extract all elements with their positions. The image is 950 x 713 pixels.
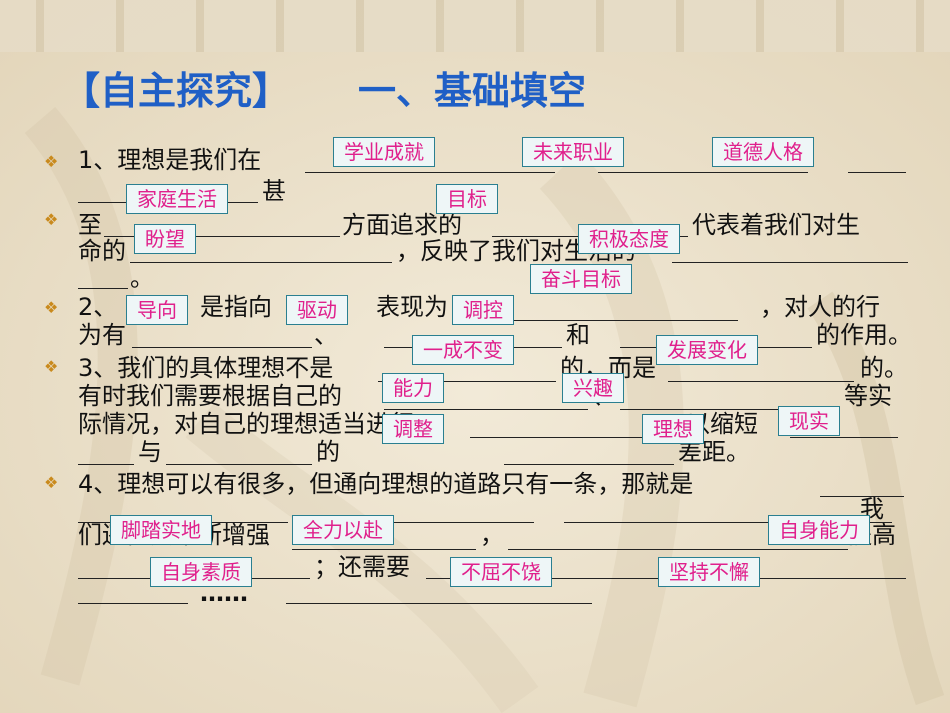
answer-tag[interactable]: 学业成就 — [333, 137, 435, 167]
section-label: 【自主探究】 — [62, 69, 291, 113]
blank-line — [564, 522, 892, 523]
answer-tag[interactable]: 全力以赴 — [292, 515, 394, 545]
blank-line — [470, 437, 684, 438]
blank-line — [130, 262, 392, 263]
blank-line — [78, 288, 128, 289]
blank-line — [820, 496, 904, 497]
q1-text: 至 — [78, 211, 102, 239]
blank-line — [78, 464, 134, 465]
q4-text: 4、理想可以有很多，但通向理想的道路只有一条，那就是 — [78, 470, 694, 498]
answer-tag[interactable]: 自身能力 — [768, 515, 870, 545]
blank-line — [286, 603, 592, 604]
blank-line — [292, 549, 476, 550]
answer-tag[interactable]: 自身素质 — [150, 557, 252, 587]
answer-tag[interactable]: 兴趣 — [562, 373, 624, 403]
answer-tag[interactable]: 目标 — [436, 184, 498, 214]
answer-tag[interactable]: 脚踏实地 — [110, 515, 212, 545]
blank-line — [384, 409, 588, 410]
diamond-bullet-icon: ❖ — [44, 152, 59, 171]
answer-tag[interactable]: 理想 — [642, 414, 704, 444]
diamond-bullet-icon: ❖ — [44, 473, 59, 492]
q2-text: 的作用。 — [816, 321, 912, 349]
diamond-bullet-icon: ❖ — [44, 298, 59, 317]
answer-tag[interactable]: 盼望 — [134, 224, 196, 254]
answer-tag[interactable]: 家庭生活 — [126, 184, 228, 214]
answer-tag[interactable]: 调控 — [452, 295, 514, 325]
diamond-bullet-icon: ❖ — [44, 357, 59, 376]
answer-tag[interactable]: 调整 — [382, 414, 444, 444]
blank-line — [104, 236, 340, 237]
blank-line — [504, 464, 674, 465]
answer-tag[interactable]: 能力 — [382, 373, 444, 403]
q1-text: 方面追求的 — [342, 211, 462, 239]
q3-text: 的 — [316, 438, 340, 466]
q3-text: 3、我们的具体理想不是 — [78, 354, 334, 382]
answer-tag[interactable]: 导向 — [126, 295, 188, 325]
answer-tag[interactable]: 不屈不饶 — [450, 557, 552, 587]
q2-text: 和 — [566, 321, 590, 349]
answer-tag[interactable]: 驱动 — [286, 295, 348, 325]
q4-text: ， — [480, 521, 504, 549]
q4-text: ；还需要 — [314, 553, 410, 581]
q3-text: 有时我们需要根据自己的 — [78, 382, 342, 410]
q2-text: 表现为 — [376, 293, 448, 321]
blank-line — [78, 603, 188, 604]
answer-tag[interactable]: 发展变化 — [656, 335, 758, 365]
q2-text: ，对人的行 — [760, 293, 880, 321]
blank-line — [298, 522, 534, 523]
decorative-border — [0, 0, 950, 52]
answer-tag[interactable]: 奋斗目标 — [530, 264, 632, 294]
blank-line — [598, 172, 808, 173]
q3-text: 等实 — [844, 382, 892, 410]
blank-line — [848, 172, 906, 173]
page-title: 一、基础填空 — [358, 69, 587, 113]
q2-text: 为有 — [78, 321, 126, 349]
q2-text: 2、 — [78, 293, 118, 321]
q2-text: 、 — [314, 321, 338, 349]
q3-text: 际情况，对自己的理想适当进行 — [78, 410, 414, 438]
blank-line — [672, 262, 908, 263]
blank-line — [166, 464, 312, 465]
blank-line — [508, 549, 848, 550]
blank-line — [790, 437, 898, 438]
q1-text: 1、理想是我们在 — [78, 146, 262, 174]
answer-tag[interactable]: 积极态度 — [578, 224, 680, 254]
answer-tag[interactable]: 一成不变 — [412, 335, 514, 365]
blank-line — [378, 381, 556, 382]
answer-tag[interactable]: 坚持不懈 — [658, 557, 760, 587]
q1-text: 命的 — [78, 237, 126, 265]
blank-line — [620, 409, 838, 410]
q1-text: 代表着我们对生 — [692, 211, 860, 239]
q3-text: 与 — [138, 438, 162, 466]
blank-line — [668, 381, 854, 382]
answer-tag[interactable]: 道德人格 — [712, 137, 814, 167]
q1-text: 甚 — [262, 177, 286, 205]
q1-text: 。 — [130, 264, 154, 292]
blank-line — [132, 347, 312, 348]
diamond-bullet-icon: ❖ — [44, 210, 59, 229]
answer-tag[interactable]: 未来职业 — [522, 137, 624, 167]
q2-text: 是指向 — [200, 293, 272, 321]
answer-tag[interactable]: 现实 — [778, 406, 840, 436]
blank-line — [454, 320, 738, 321]
q3-text: 的。 — [860, 354, 908, 382]
blank-line — [305, 172, 555, 173]
